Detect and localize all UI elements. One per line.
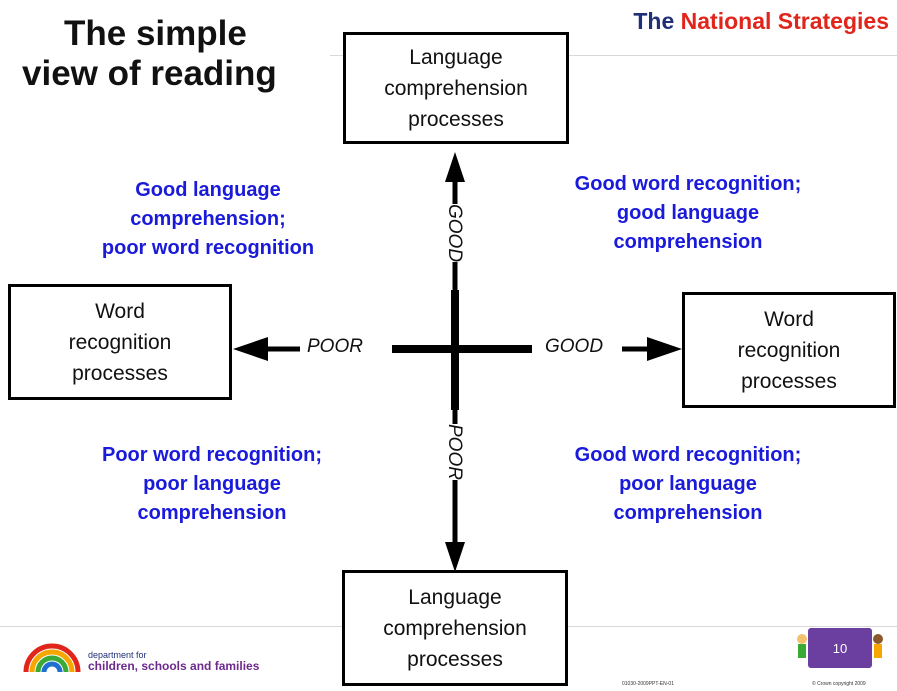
brand-prefix: The (633, 8, 681, 34)
footer-divider (0, 626, 342, 627)
slide-title: The simple view of reading (22, 14, 277, 93)
axis-label-left: POOR (307, 336, 363, 358)
quadrant-top-right: Good word recognition; good language com… (574, 173, 802, 253)
brand-accent: National Strategies (680, 8, 889, 34)
reference-code: 01030-2009PPT-EN-01 (622, 681, 674, 687)
quadrant-bottom-left: Poor word recognition; poor language com… (102, 444, 322, 524)
quadrant-bottom-right: Good word recognition; poor language com… (574, 444, 802, 524)
dept-line2: children, schools and families (88, 659, 260, 673)
axis-label-up: GOOD (443, 204, 465, 263)
header-divider (330, 55, 897, 56)
axis-label-right: GOOD (545, 336, 604, 358)
arrowhead-left (233, 337, 268, 361)
copyright-text: © Crown copyright 2009 (812, 681, 866, 687)
rainbow-logo-icon (23, 643, 81, 673)
footer-divider-right (568, 626, 897, 627)
box-right-word-recognition: Word recognition processes (682, 292, 896, 408)
axis-label-down: POOR (443, 424, 465, 480)
arrowhead-right (647, 337, 682, 361)
box-top-language-comprehension: Language comprehension processes (343, 32, 569, 144)
arrowhead-up (445, 152, 465, 182)
department-logo-text: department for children, schools and fam… (88, 650, 259, 672)
brand-logo-text: The National Strategies (633, 8, 889, 35)
slide-number-badge: 10 (808, 628, 872, 668)
quadrant-top-left: Good language comprehension; poor word r… (101, 179, 315, 259)
box-bottom-language-comprehension: Language comprehension processes (342, 570, 568, 686)
box-left-word-recognition: Word recognition processes (8, 284, 232, 400)
dept-line1: department for (88, 650, 147, 660)
arrowhead-down (445, 542, 465, 572)
figures-icon (797, 634, 883, 658)
